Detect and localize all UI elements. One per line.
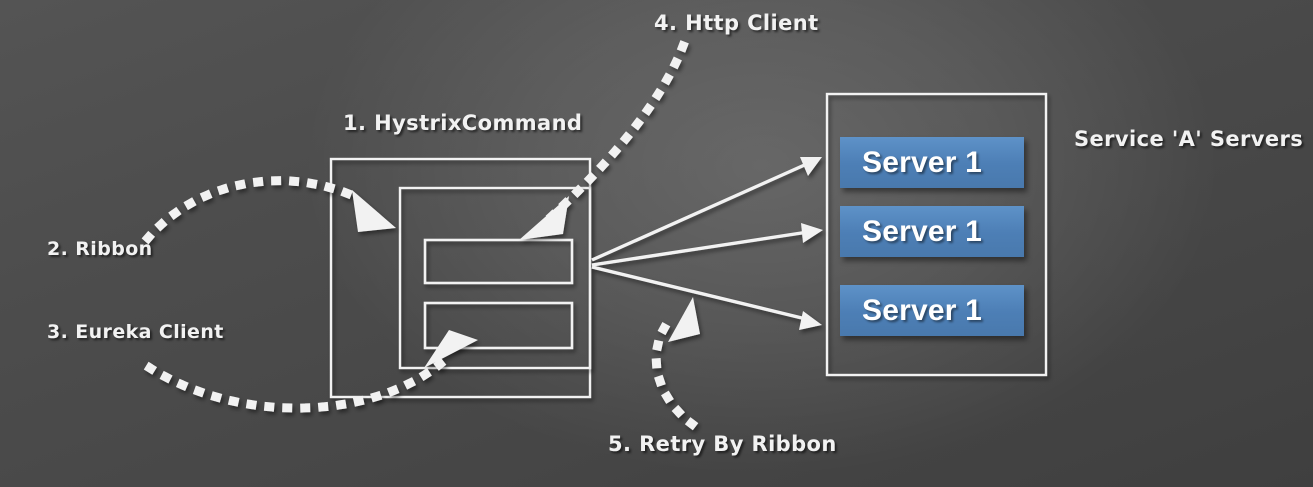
ribbon-label: 2. Ribbon xyxy=(47,238,153,260)
fanout-arrow-2 xyxy=(591,230,809,267)
eureka-connector xyxy=(143,330,478,413)
eureka-client-label: 3. Eureka Client xyxy=(47,321,224,343)
fanout-arrow-1 xyxy=(591,161,810,262)
server-label: Server 1 xyxy=(862,145,983,179)
server-box-2[interactable]: Server 1 xyxy=(840,206,1024,257)
ribbon-dotted-path xyxy=(141,176,364,245)
hystrix-slot-bottom xyxy=(423,301,574,350)
server-box-3[interactable]: Server 1 xyxy=(840,285,1024,336)
retry-connector xyxy=(651,297,700,431)
hystrix-command-title: 1. HystrixCommand xyxy=(343,111,583,135)
http-client-dotted-path xyxy=(545,40,689,223)
http-client-connector xyxy=(519,40,689,240)
hystrix-outer-box xyxy=(329,157,592,399)
retry-by-ribbon-label: 5. Retry By Ribbon xyxy=(608,432,837,456)
ribbon-arrowhead xyxy=(352,190,396,232)
service-a-container-box xyxy=(825,92,1048,377)
fanout-arrows xyxy=(591,157,823,330)
http-client-label: 4. Http Client xyxy=(654,11,819,35)
hystrix-inner-box xyxy=(398,186,592,370)
fanout-arrowhead-3 xyxy=(799,311,822,330)
server-label: Server 1 xyxy=(862,214,983,248)
fanout-arrow-3 xyxy=(591,265,807,321)
hystrix-slot-top xyxy=(423,238,574,285)
fanout-arrowhead-2 xyxy=(801,223,823,243)
fanout-arrowhead-1 xyxy=(800,157,822,176)
server-box-1[interactable]: Server 1 xyxy=(840,137,1024,188)
retry-dotted-path xyxy=(651,309,699,431)
eureka-dotted-path xyxy=(143,357,447,413)
service-a-servers-label: Service 'A' Servers xyxy=(1074,127,1304,151)
http-client-arrowhead xyxy=(519,196,569,240)
server-label: Server 1 xyxy=(862,293,983,327)
retry-arrowhead xyxy=(668,297,700,342)
eureka-arrowhead xyxy=(424,330,478,368)
ribbon-connector xyxy=(141,176,396,245)
